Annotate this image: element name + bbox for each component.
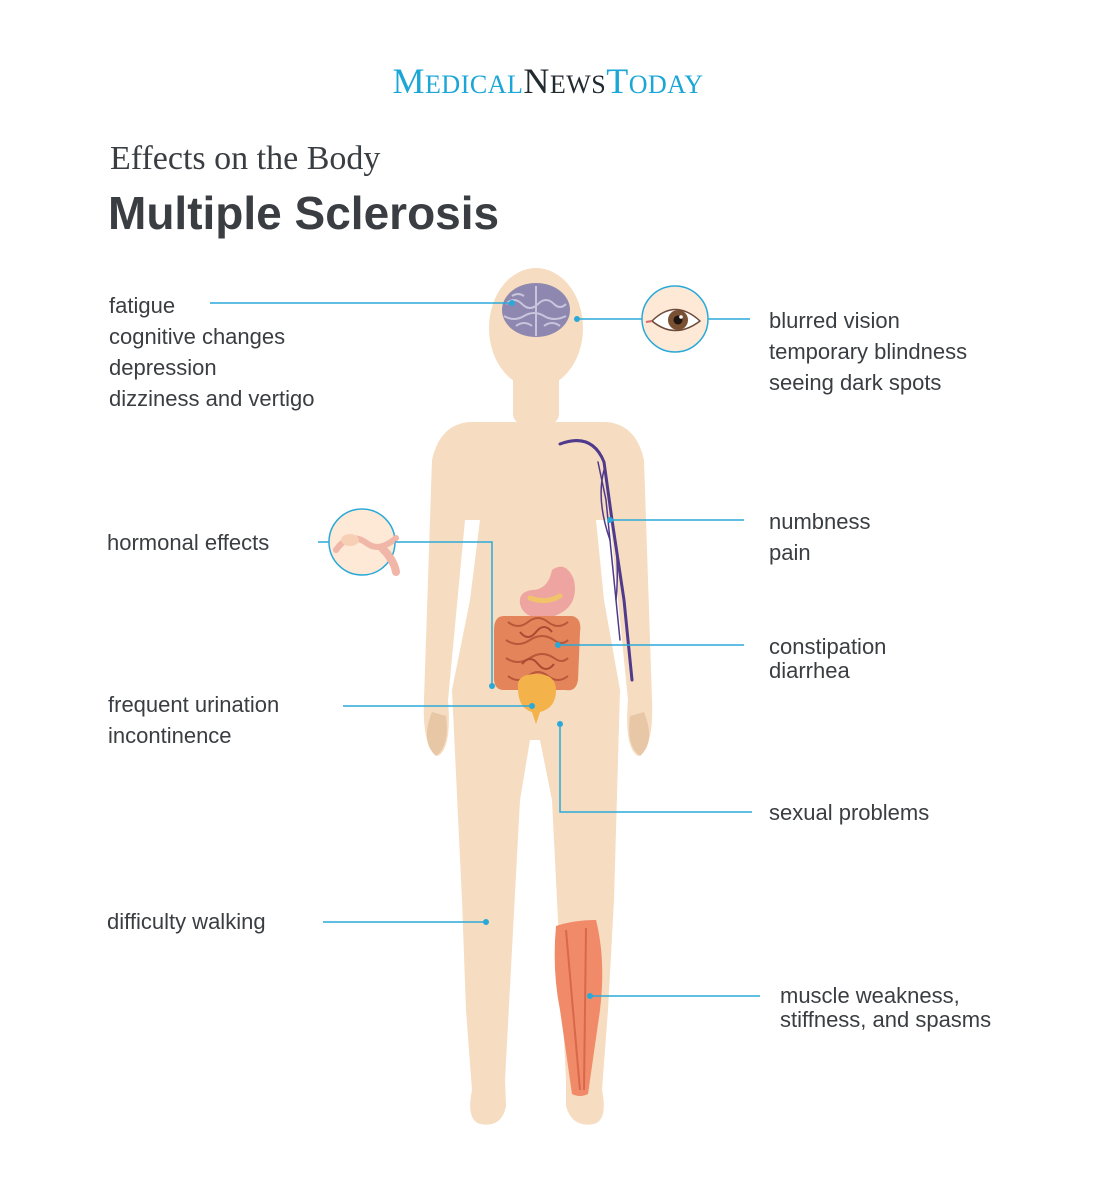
nerve-icon xyxy=(558,439,634,682)
muscle-effects-label: muscle weakness, stiffness, and spasms xyxy=(780,984,991,1032)
label-line: difficulty walking xyxy=(107,909,266,934)
label-line: depression xyxy=(109,355,217,380)
eye-icon xyxy=(641,285,709,353)
ovary-icon xyxy=(328,508,400,576)
label-line: frequent urination xyxy=(108,692,280,717)
label-line: muscle weakness, xyxy=(780,983,960,1008)
label-line: stiffness, and spasms xyxy=(780,1007,992,1032)
label-line: sexual problems xyxy=(769,800,930,825)
label-line: diarrhea xyxy=(769,658,850,683)
eye-effects-label: blurred vision temporary blindness seein… xyxy=(769,305,967,398)
leader-dots xyxy=(483,300,613,999)
leader-lines xyxy=(210,302,760,997)
brand-logo: MEDICALNEWSTODAY xyxy=(392,61,704,101)
label-line: blurred vision xyxy=(769,308,900,333)
label-line: incontinence xyxy=(108,723,232,748)
bladder-icon xyxy=(517,674,556,724)
label-line: hormonal effects xyxy=(107,530,270,555)
label-line: constipation xyxy=(769,634,887,659)
bowel-effects-label: constipation diarrhea xyxy=(769,635,886,683)
sexual-effects-label: sexual problems xyxy=(769,797,929,828)
label-line: cognitive changes xyxy=(109,324,286,349)
stomach-icon xyxy=(519,566,575,619)
brain-icon xyxy=(502,283,570,337)
leg-muscle-icon xyxy=(554,920,603,1096)
label-line: pain xyxy=(769,540,811,565)
walking-effects-label: difficulty walking xyxy=(107,906,266,937)
page-title: Multiple Sclerosis xyxy=(108,187,500,239)
page-subtitle: Effects on the Body xyxy=(110,140,381,177)
label-line: dizziness and vertigo xyxy=(109,386,315,411)
label-line: numbness xyxy=(769,509,871,534)
bladder-effects-label: frequent urination incontinence xyxy=(108,689,279,751)
brain-effects-label: fatigue cognitive changes depression diz… xyxy=(109,290,314,414)
nerve-effects-label: numbness pain xyxy=(769,506,871,568)
intestines-icon xyxy=(494,616,581,691)
label-line: fatigue xyxy=(109,293,176,318)
label-line: seeing dark spots xyxy=(769,370,942,395)
hormonal-effects-label: hormonal effects xyxy=(107,527,269,558)
label-line: temporary blindness xyxy=(769,339,968,364)
